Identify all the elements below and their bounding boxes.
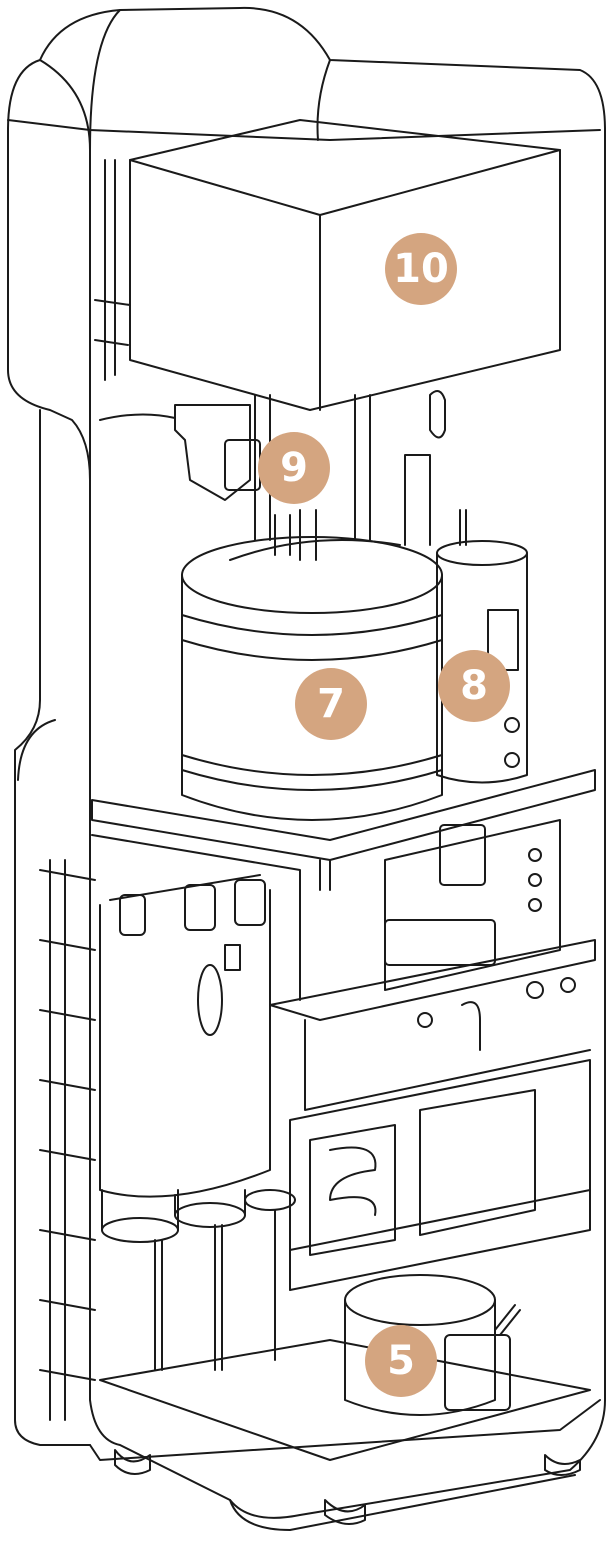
cabinet-outline (7, 6, 606, 1531)
base-frame (39, 859, 591, 1525)
filter-column (99, 874, 296, 1371)
hot-water-tank (436, 540, 528, 784)
compressor (344, 1274, 521, 1416)
condenser-box (289, 1059, 591, 1291)
cold-water-tank (181, 509, 443, 821)
callout-5-badge: 5 (365, 1325, 437, 1397)
middle-shelf (91, 769, 596, 1001)
top-tank-housing (94, 119, 561, 411)
callout-7-badge: 7 (295, 668, 367, 740)
electronics-panel (269, 819, 596, 1111)
callout-9-badge: 9 (258, 432, 330, 504)
valve-bracket (99, 390, 467, 546)
callout-8-badge: 8 (438, 650, 510, 722)
callout-10-badge: 10 (385, 233, 457, 305)
